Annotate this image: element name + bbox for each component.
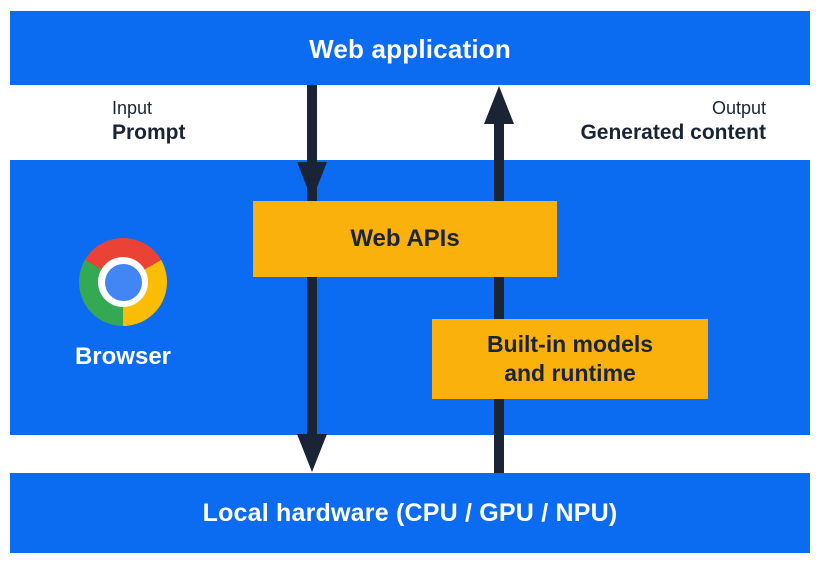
prompt-label: Prompt [112,121,186,144]
output-flow-label: Output Generated content [580,96,766,145]
input-label: Input [112,98,153,118]
input-flow-label: Input Prompt [112,96,186,145]
down-arrowhead-icon [297,434,327,472]
builtin-models-label-line2: and runtime [504,360,636,386]
chrome-icon-core [104,263,142,301]
up-arrowhead-icon [484,86,514,124]
up-arrow-shaft [494,115,504,473]
local-hardware-label: Local hardware (CPU / GPU / NPU) [202,499,618,527]
generated-content-label: Generated content [580,121,766,144]
builtin-models-label-line1: Built-in models [486,331,654,357]
chrome-icon [79,238,167,326]
web-apis-box: Web APIs [253,201,557,277]
browser-label: Browser [74,343,172,370]
chrome-icon-ring [98,257,148,307]
builtin-models-box: Built-in models and runtime [432,319,708,399]
output-label: Output [711,98,766,118]
web-application-bar: Web application [10,11,810,85]
down-arrowhead-icon [297,162,327,200]
web-apis-label: Web APIs [350,225,460,252]
local-hardware-bar: Local hardware (CPU / GPU / NPU) [10,473,810,553]
web-application-label: Web application [309,34,511,64]
